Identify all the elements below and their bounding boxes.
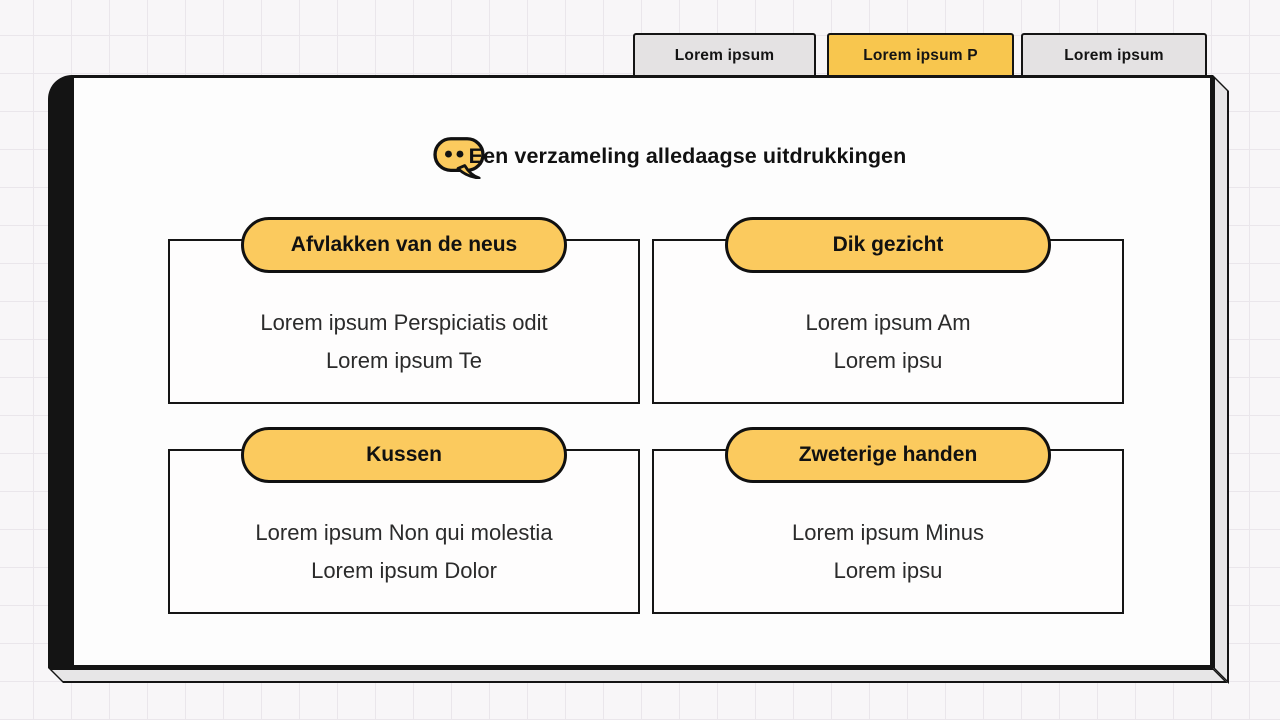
card-text-line: Lorem ipsum Am xyxy=(805,309,971,335)
card-kussen[interactable]: Kussen Lorem ipsum Non qui molestia Lore… xyxy=(168,427,640,614)
card-text-line: Lorem ipsum Non qui molestia xyxy=(255,519,553,545)
card-dik-gezicht[interactable]: Dik gezicht Lorem ipsum Am Lorem ipsu xyxy=(652,217,1124,404)
speech-bubble-icon xyxy=(432,137,485,179)
card-zweterige-handen[interactable]: Zweterige handen Lorem ipsum Minus Lorem… xyxy=(652,427,1124,614)
tab-label: Lorem ipsum P xyxy=(863,46,978,64)
card-header-pill: Zweterige handen xyxy=(725,427,1051,483)
card-header-pill: Kussen xyxy=(241,427,567,483)
card-text-line: Lorem ipsum Te xyxy=(325,347,483,373)
card-header-pill: Afvlakken van de neus xyxy=(241,217,567,273)
tab-lorem-1[interactable]: Lorem ipsum xyxy=(633,33,816,78)
card-text-line: Lorem ipsum Minus xyxy=(792,519,984,545)
card-afvlakken-van-de-neus[interactable]: Afvlakken van de neus Lorem ipsum Perspi… xyxy=(168,217,640,404)
card-header-label: Afvlakken van de neus xyxy=(290,233,518,256)
card-header-label: Kussen xyxy=(366,443,442,466)
tab-label: Lorem ipsum xyxy=(674,46,775,64)
card-text-line: Lorem ipsu xyxy=(833,347,943,373)
title-row: Een verzameling alledaagse uitdrukkingen xyxy=(73,133,1213,179)
card-text-line: Lorem ipsum Dolor xyxy=(311,557,497,583)
card-header-label: Dik gezicht xyxy=(832,233,944,256)
card-header-label: Zweterige handen xyxy=(798,443,978,466)
page-title: Een verzameling alledaagse uitdrukkingen xyxy=(468,143,907,168)
tab-lorem-3[interactable]: Lorem ipsum xyxy=(1021,33,1207,78)
card-header-pill: Dik gezicht xyxy=(725,217,1051,273)
card-text-line: Lorem ipsu xyxy=(833,557,943,583)
tab-label: Lorem ipsum xyxy=(1064,46,1164,64)
card-text-line: Lorem ipsum Perspiciatis odit xyxy=(260,309,548,335)
